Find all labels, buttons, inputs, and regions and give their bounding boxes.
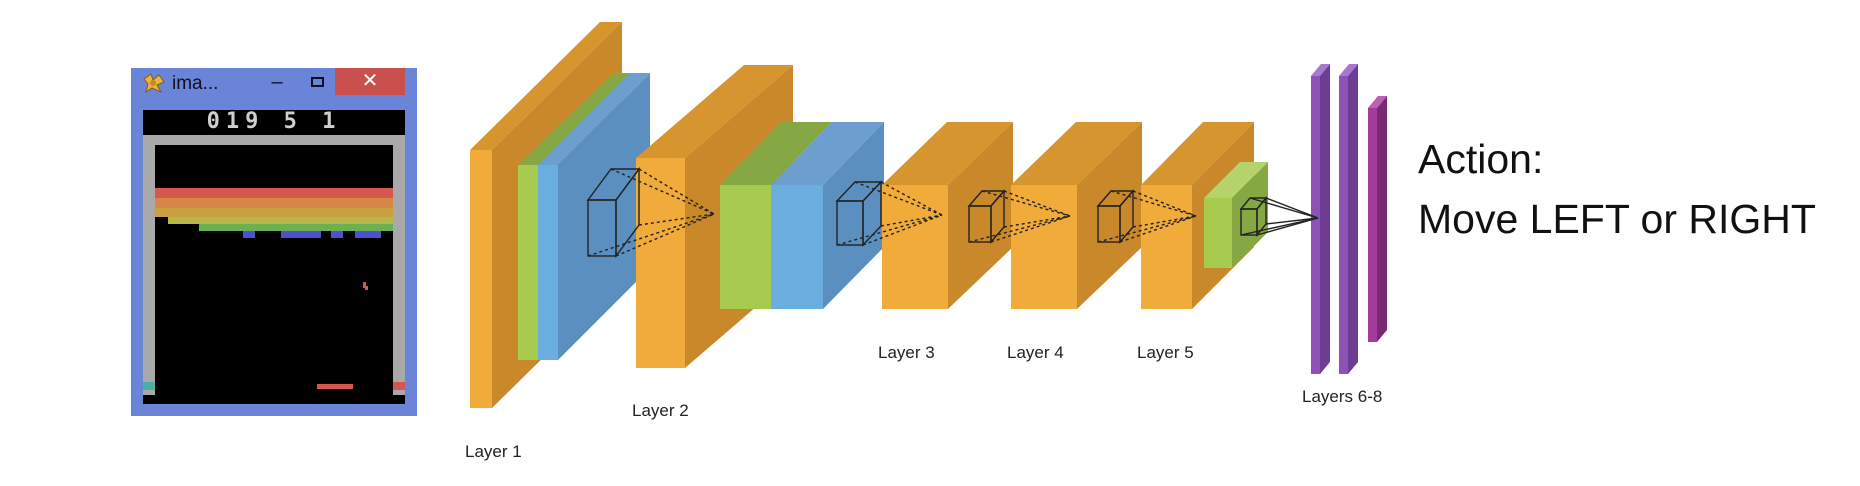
layer-3-label: Layer 3: [878, 343, 935, 362]
brick-row-tan: [155, 208, 393, 217]
minimize-button[interactable]: –: [257, 68, 297, 99]
brick-blue: [355, 231, 381, 238]
layer-3-block: [882, 122, 1013, 309]
maximize-icon: [311, 77, 324, 87]
receptive-field-lines: [586, 166, 1319, 259]
paddle: [317, 384, 353, 389]
game-screen: 019 5 1: [143, 110, 405, 404]
close-icon: ✕: [361, 70, 379, 92]
ball: [363, 282, 366, 288]
minimize-icon: –: [271, 71, 283, 93]
brick-blue: [281, 231, 321, 238]
action-title: Action:: [1418, 136, 1544, 182]
brick-blue: [331, 231, 343, 238]
brick-row-green: [199, 224, 393, 231]
layer-2-block: [636, 65, 884, 368]
top-wall: [143, 135, 405, 145]
window-title: ima...: [172, 73, 219, 94]
layer-1-block: [470, 22, 650, 408]
brick-row-yellow: [168, 217, 393, 224]
score-display: 019 5 1: [206, 109, 342, 134]
breakout-playfield: [143, 135, 405, 395]
layers-6-8-block: [1311, 64, 1387, 374]
layer-4-block: [1011, 122, 1142, 309]
game-window: ima... – ✕ 019 5 1: [131, 68, 417, 416]
layers-6-8-label: Layers 6-8: [1302, 387, 1382, 406]
brick-row-orange: [155, 198, 393, 208]
layer-2-label: Layer 2: [632, 401, 689, 420]
title-bar[interactable]: ima... – ✕: [131, 68, 417, 99]
layer-4-label: Layer 4: [1007, 343, 1064, 362]
layer-5-block: [1141, 122, 1268, 309]
left-wall: [143, 135, 155, 395]
layer-1-label: Layer 1: [465, 442, 522, 461]
brick-blue: [243, 231, 255, 238]
close-button[interactable]: ✕: [335, 68, 405, 95]
right-wall: [393, 135, 405, 395]
layer-5-label: Layer 5: [1137, 343, 1194, 362]
app-icon: [143, 73, 165, 93]
action-text: Move LEFT or RIGHT: [1418, 196, 1816, 242]
brick-row-red: [155, 188, 393, 198]
maximize-button[interactable]: [297, 68, 337, 99]
